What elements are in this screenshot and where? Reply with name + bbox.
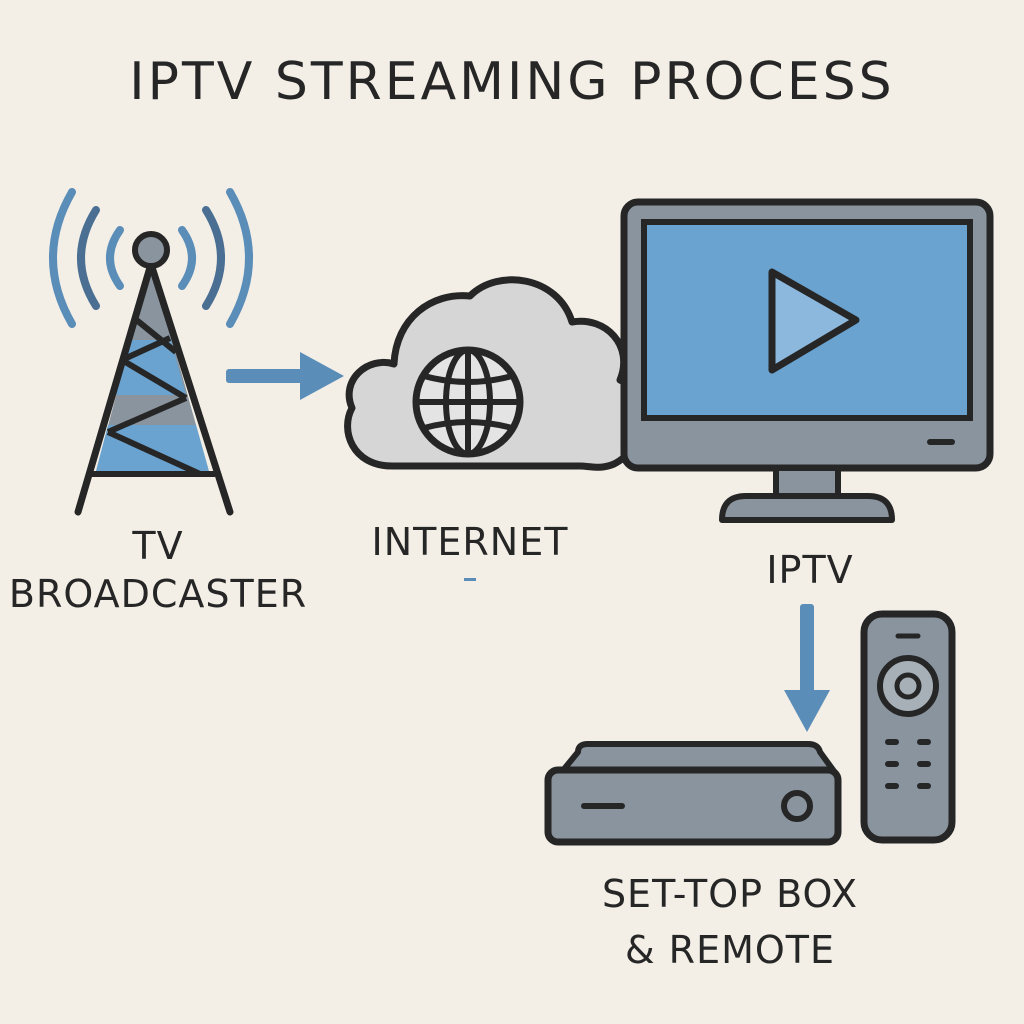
- remote-control-icon: [860, 610, 956, 844]
- broadcaster-label-line1: TV: [132, 524, 184, 568]
- broadcaster-label-line2: BROADCASTER: [8, 572, 308, 616]
- arrow-to-internet: [226, 352, 344, 400]
- cloud-globe-icon: [344, 276, 645, 471]
- settop-label-line2: & REMOTE: [624, 928, 836, 972]
- arrow-to-settop: [784, 604, 830, 732]
- iptv-label: IPTV: [766, 548, 854, 592]
- settop-label: SET-TOP BOX & REMOTE: [560, 866, 900, 978]
- decorative-mark: [464, 578, 476, 581]
- internet-label: INTERNET: [371, 520, 569, 564]
- monitor-play-icon: [620, 198, 994, 523]
- set-top-box-icon: [544, 741, 842, 846]
- broadcaster-label: TV BROADCASTER: [0, 522, 316, 618]
- diagram-title: IPTV STREAMING PROCESS: [129, 52, 895, 112]
- broadcast-tower-icon: [49, 188, 253, 516]
- settop-label-line1: SET-TOP BOX: [601, 872, 859, 916]
